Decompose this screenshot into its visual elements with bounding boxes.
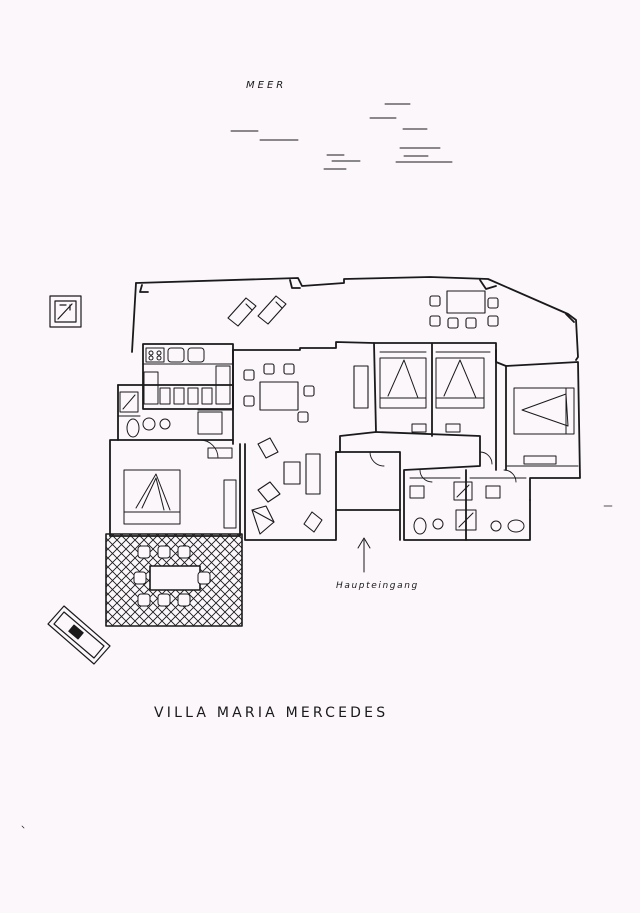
right-bathroom-fixtures bbox=[409, 481, 525, 535]
left-bathroom-fixtures bbox=[119, 391, 171, 438]
kitchen-fixtures bbox=[143, 347, 231, 405]
entrance-arrow bbox=[357, 537, 371, 573]
exterior-walls bbox=[109, 276, 581, 541]
interior-partitions bbox=[117, 351, 579, 479]
stray-marks bbox=[21, 505, 613, 829]
pool-icon bbox=[49, 295, 82, 328]
twin-bedroom-furniture bbox=[379, 357, 485, 433]
terrace-dining-set bbox=[429, 290, 499, 329]
plan-title: VILLA MARIA MERCEDES bbox=[154, 705, 389, 721]
master-bedroom-furniture bbox=[513, 387, 575, 465]
sea-label: MEER bbox=[246, 80, 287, 91]
sea-wave-strokes bbox=[230, 103, 453, 170]
barbecue-grill-icon bbox=[47, 605, 111, 665]
sun-loungers bbox=[227, 295, 287, 327]
main-entrance-label: Haupteingang bbox=[336, 581, 419, 591]
covered-terrace bbox=[105, 533, 243, 627]
left-bedroom-furniture bbox=[123, 447, 237, 529]
door-swings bbox=[199, 439, 517, 483]
living-dining-furniture bbox=[243, 363, 369, 535]
